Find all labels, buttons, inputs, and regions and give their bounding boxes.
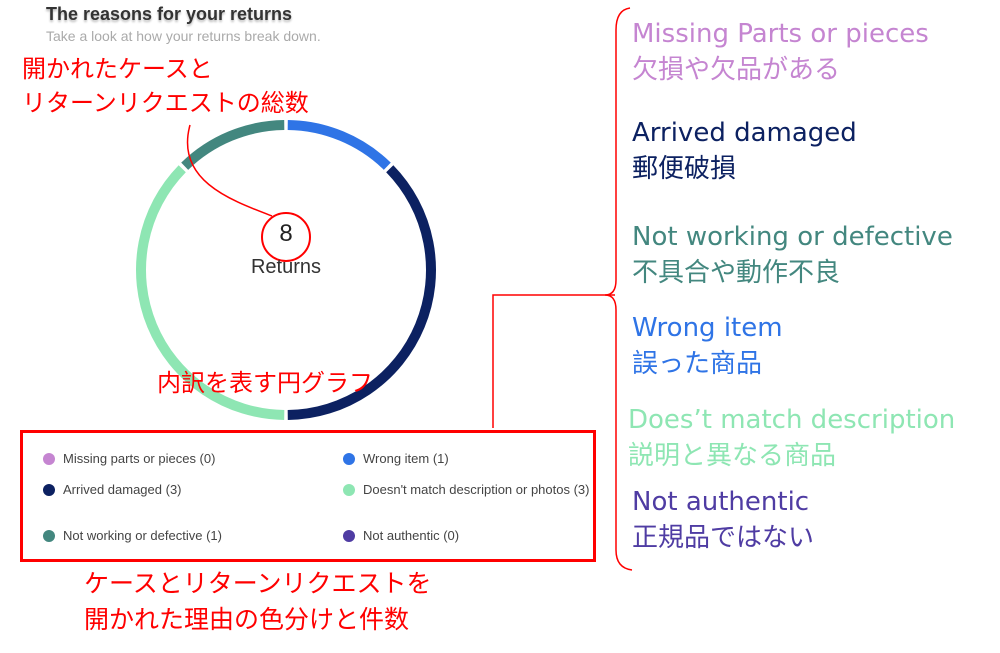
legend-label: Not authentic (0)	[363, 528, 460, 543]
total-highlight-circle	[261, 212, 311, 262]
translation-ja: 欠損や欠品がある	[632, 55, 841, 85]
translation-item: Not authentic 正規品ではない	[632, 484, 814, 556]
annotation-line: 開かれたケースと	[22, 55, 213, 83]
legend-dot	[43, 484, 55, 496]
donut-segment-arrived-damaged[interactable]	[287, 165, 436, 420]
chart-annotation: 内訳を表す円グラフ	[157, 369, 373, 397]
legend-dot	[43, 453, 55, 465]
total-label: Returns	[250, 256, 322, 278]
legend-label: Wrong item (1)	[363, 451, 449, 466]
translation-ja: 不具合や動作不良	[632, 258, 841, 288]
translation-ja: 誤った商品	[632, 349, 763, 379]
legend-annotation: ケースとリターンリクエストを 開かれた理由の色分けと件数	[84, 566, 432, 638]
donut-segment-wrong-item[interactable]	[287, 120, 391, 170]
legend-label: Arrived damaged (3)	[63, 482, 182, 497]
translation-en: Missing Parts or pieces	[632, 19, 929, 49]
translation-item: Arrived damaged 郵便破損	[632, 115, 857, 187]
legend-item: Not authentic (0)	[343, 528, 593, 544]
total-count-block: 8 Returns	[236, 220, 336, 279]
legend-dot	[43, 530, 55, 542]
legend-item: Doesn't match description or photos (3)	[343, 482, 593, 498]
bracket	[604, 7, 633, 571]
legend-label: Not working or defective (1)	[63, 528, 222, 543]
card-subtitle: Take a look at how your returns break do…	[46, 28, 321, 44]
translation-en: Wrong item	[632, 313, 783, 343]
translation-en: Not authentic	[632, 487, 810, 517]
translation-item: Does’t match description 説明と異なる商品	[628, 402, 955, 474]
donut-segment-not-working-or-defective[interactable]	[181, 120, 285, 170]
translation-ja: 正規品ではない	[632, 523, 815, 553]
annotation-line: リターンリクエストの総数	[22, 89, 309, 117]
translation-item: Missing Parts or pieces 欠損や欠品がある	[632, 16, 929, 88]
total-count: 8	[279, 220, 293, 247]
annotation-line: ケースとリターンリクエストを	[84, 569, 432, 598]
translation-ja: 説明と異なる商品	[628, 441, 837, 471]
callout-line	[186, 124, 273, 217]
legend-connector-line	[492, 294, 615, 428]
legend-label: Doesn't match description or photos (3)	[363, 482, 590, 497]
legend-item: Not working or defective (1)	[43, 528, 293, 544]
legend-dot	[343, 530, 355, 542]
translation-item: Not working or defective 不具合や動作不良	[632, 219, 953, 291]
legend-item: Missing parts or pieces (0)	[43, 451, 293, 467]
legend: Missing parts or pieces (0) Wrong item (…	[20, 430, 596, 562]
annotation-line: 開かれた理由の色分けと件数	[84, 605, 410, 634]
donut-segment-doesn-t-match-description-or-photos[interactable]	[136, 165, 285, 420]
translation-en: Arrived damaged	[632, 118, 857, 148]
translation-ja: 郵便破損	[632, 154, 737, 184]
legend-dot	[343, 453, 355, 465]
translation-en: Does’t match description	[628, 405, 956, 435]
translation-item: Wrong item 誤った商品	[632, 310, 783, 382]
translation-en: Not working or defective	[632, 222, 953, 252]
card-title: The reasons for your returns	[46, 4, 293, 24]
legend-label: Missing parts or pieces (0)	[63, 451, 216, 466]
legend-dot	[343, 484, 355, 496]
total-annotation: 開かれたケースと リターンリクエストの総数	[22, 52, 309, 120]
legend-item: Arrived damaged (3)	[43, 482, 293, 498]
legend-item: Wrong item (1)	[343, 451, 593, 467]
